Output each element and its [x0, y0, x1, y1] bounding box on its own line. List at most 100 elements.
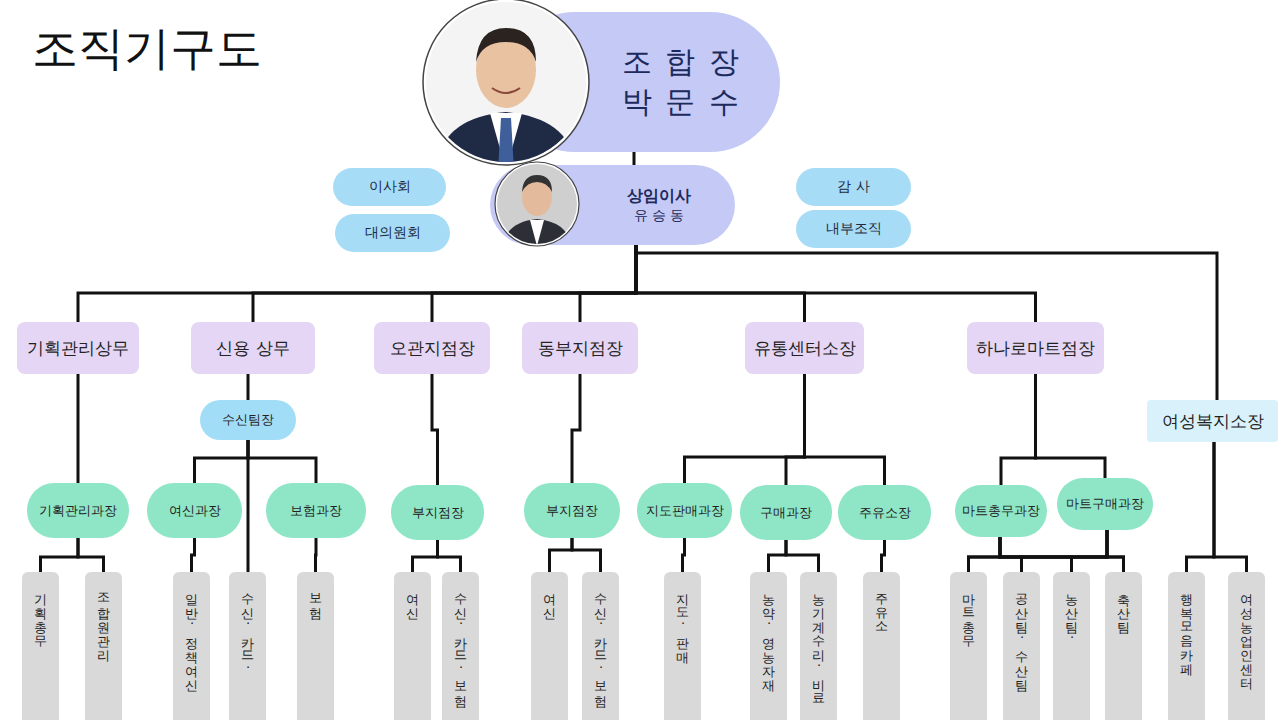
manager-box: 구매과장 — [740, 485, 832, 540]
node-label: 수신.카드.보험 — [452, 584, 470, 700]
node-label: 마트구매과장 — [1066, 495, 1144, 513]
org-connector — [432, 245, 636, 322]
org-connector — [438, 540, 461, 572]
org-connector — [1000, 537, 1072, 572]
node-label: 상임이사 — [627, 186, 691, 207]
duty-box: 보험 — [297, 572, 334, 720]
executive-box: 상임이사유 승 동 — [490, 165, 735, 245]
node-label: 수신팀장 — [222, 411, 274, 429]
node-label: 박 문 수 — [622, 82, 741, 123]
node-label: 유통센터소장 — [754, 337, 856, 360]
node-label: 유 승 동 — [634, 207, 685, 225]
node-label: 지도판매과장 — [646, 502, 724, 520]
manager-box: 기획관리과장 — [27, 483, 129, 538]
org-connector — [1072, 530, 1108, 572]
duty-box: 축산팀 — [1105, 572, 1142, 720]
org-connector — [572, 538, 601, 572]
org-connector — [432, 374, 438, 485]
duty-box: 농기계수리.비료 — [800, 572, 837, 720]
org-connector — [550, 538, 573, 572]
org-connector — [636, 245, 1036, 322]
org-connector — [248, 440, 316, 483]
org-connector — [1000, 537, 1022, 572]
audit-box: 감 사 — [796, 168, 911, 206]
node-label: 농산팀. — [1063, 584, 1081, 642]
org-connector — [78, 538, 104, 572]
diagram-title: 조직기구도 — [32, 18, 262, 80]
portrait-photo — [495, 162, 579, 246]
council-box: 대의원회 — [335, 214, 450, 252]
org-connector — [786, 374, 805, 485]
duty-box: 지도.판매 — [664, 572, 701, 720]
node-label: 여신 — [541, 584, 559, 612]
duty-box: 여신 — [531, 572, 568, 720]
council-box: 이사회 — [333, 168, 446, 206]
org-connector — [805, 374, 885, 485]
node-label: 이사회 — [369, 178, 411, 196]
duty-box: 수신.카드. — [229, 572, 266, 720]
org-connector — [633, 152, 636, 165]
node-label: 농약.영농자재 — [760, 584, 778, 684]
node-label: 주유소장 — [859, 504, 911, 522]
org-connector — [247, 374, 250, 400]
node-label: 동부지점장 — [538, 337, 623, 360]
node-label: 조합원관리 — [95, 584, 113, 654]
org-connector — [1022, 530, 1108, 572]
duty-box: 수신.카드.보험 — [582, 572, 619, 720]
org-connector — [1001, 374, 1036, 485]
org-connector — [413, 540, 438, 572]
manager-box: 보험과장 — [266, 483, 366, 538]
org-connector — [1107, 530, 1124, 572]
node-label: 여신과장 — [169, 502, 221, 520]
duty-box: 농약.영농자재 — [750, 572, 787, 720]
duty-box: 기획총무 — [22, 572, 59, 720]
node-label: 기획관리과장 — [39, 502, 117, 520]
org-connector — [969, 537, 1001, 572]
node-label: 농기계수리.비료 — [810, 584, 828, 698]
duty-box: 수신.카드.보험 — [442, 572, 479, 720]
department-box: 여성복지소장 — [1147, 400, 1278, 442]
department-box: 하나로마트점장 — [967, 322, 1104, 374]
org-connector — [580, 245, 636, 322]
node-label: 부지점장 — [412, 504, 464, 522]
node-label: 행복모음카페 — [1178, 584, 1196, 668]
node-label: 수신.카드. — [239, 584, 257, 672]
node-label: 주유소 — [873, 584, 891, 626]
org-connector — [195, 440, 249, 483]
node-label: 공산팀.수산팀 — [1013, 584, 1031, 684]
org-connector — [247, 440, 250, 572]
org-connector — [1187, 442, 1215, 572]
manager-box: 여신과장 — [147, 483, 242, 538]
org-connector — [192, 538, 195, 572]
org-connector — [636, 245, 805, 322]
manager-box: 마트구매과장 — [1057, 478, 1153, 530]
audit-box: 내부조직 — [796, 210, 911, 248]
org-connector — [77, 374, 80, 483]
node-label: 오관지점장 — [390, 337, 475, 360]
org-connector — [253, 245, 636, 322]
manager-box: 부지점장 — [524, 483, 620, 538]
org-connector — [314, 538, 318, 572]
department-box: 기획관리상무 — [17, 322, 139, 374]
node-label: 여성농업인센터 — [1238, 584, 1256, 682]
org-connector — [1214, 442, 1247, 572]
node-label: 기획총무 — [32, 584, 50, 640]
node-label: 신용 상무 — [216, 337, 289, 360]
department-box: 오관지점장 — [374, 322, 490, 374]
department-box: 유통센터소장 — [745, 322, 864, 374]
manager-box: 부지점장 — [391, 485, 484, 540]
node-label: 기획관리상무 — [27, 337, 129, 360]
org-connector — [1000, 537, 1124, 572]
manager-box: 마트총무과장 — [955, 485, 1047, 537]
duty-box: 공산팀.수산팀 — [1003, 572, 1040, 720]
head-box: 조 합 장박 문 수 — [505, 12, 780, 152]
node-label: 보험 — [307, 584, 325, 612]
duty-box: 여성농업인센터 — [1228, 572, 1265, 720]
duty-box: 마트총무 — [950, 572, 987, 720]
org-connector — [78, 245, 636, 322]
duty-box: 조합원관리 — [85, 572, 122, 720]
org-connector — [786, 540, 819, 572]
org-connector — [636, 245, 1217, 400]
portrait-photo — [420, 0, 600, 170]
